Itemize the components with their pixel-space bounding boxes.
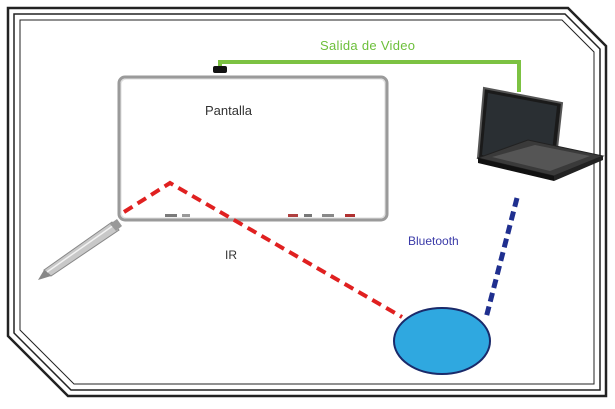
ir-label: IR	[225, 248, 237, 262]
bluetooth-signal-line	[483, 197, 520, 319]
decorative-frame	[6, 6, 608, 398]
ir-signal-line	[122, 180, 404, 319]
screen-bottom-strip	[165, 214, 355, 217]
screen-panel	[117, 75, 389, 222]
laptop-icon	[476, 86, 605, 181]
bluetooth-label: Bluetooth	[408, 234, 459, 248]
bluetooth-receiver-ellipse	[393, 307, 491, 375]
video-output-line	[213, 60, 521, 92]
stylus-pen-icon	[38, 219, 122, 280]
screen-label: Pantalla	[205, 103, 252, 118]
video-output-label: Salida de Video	[320, 38, 416, 53]
